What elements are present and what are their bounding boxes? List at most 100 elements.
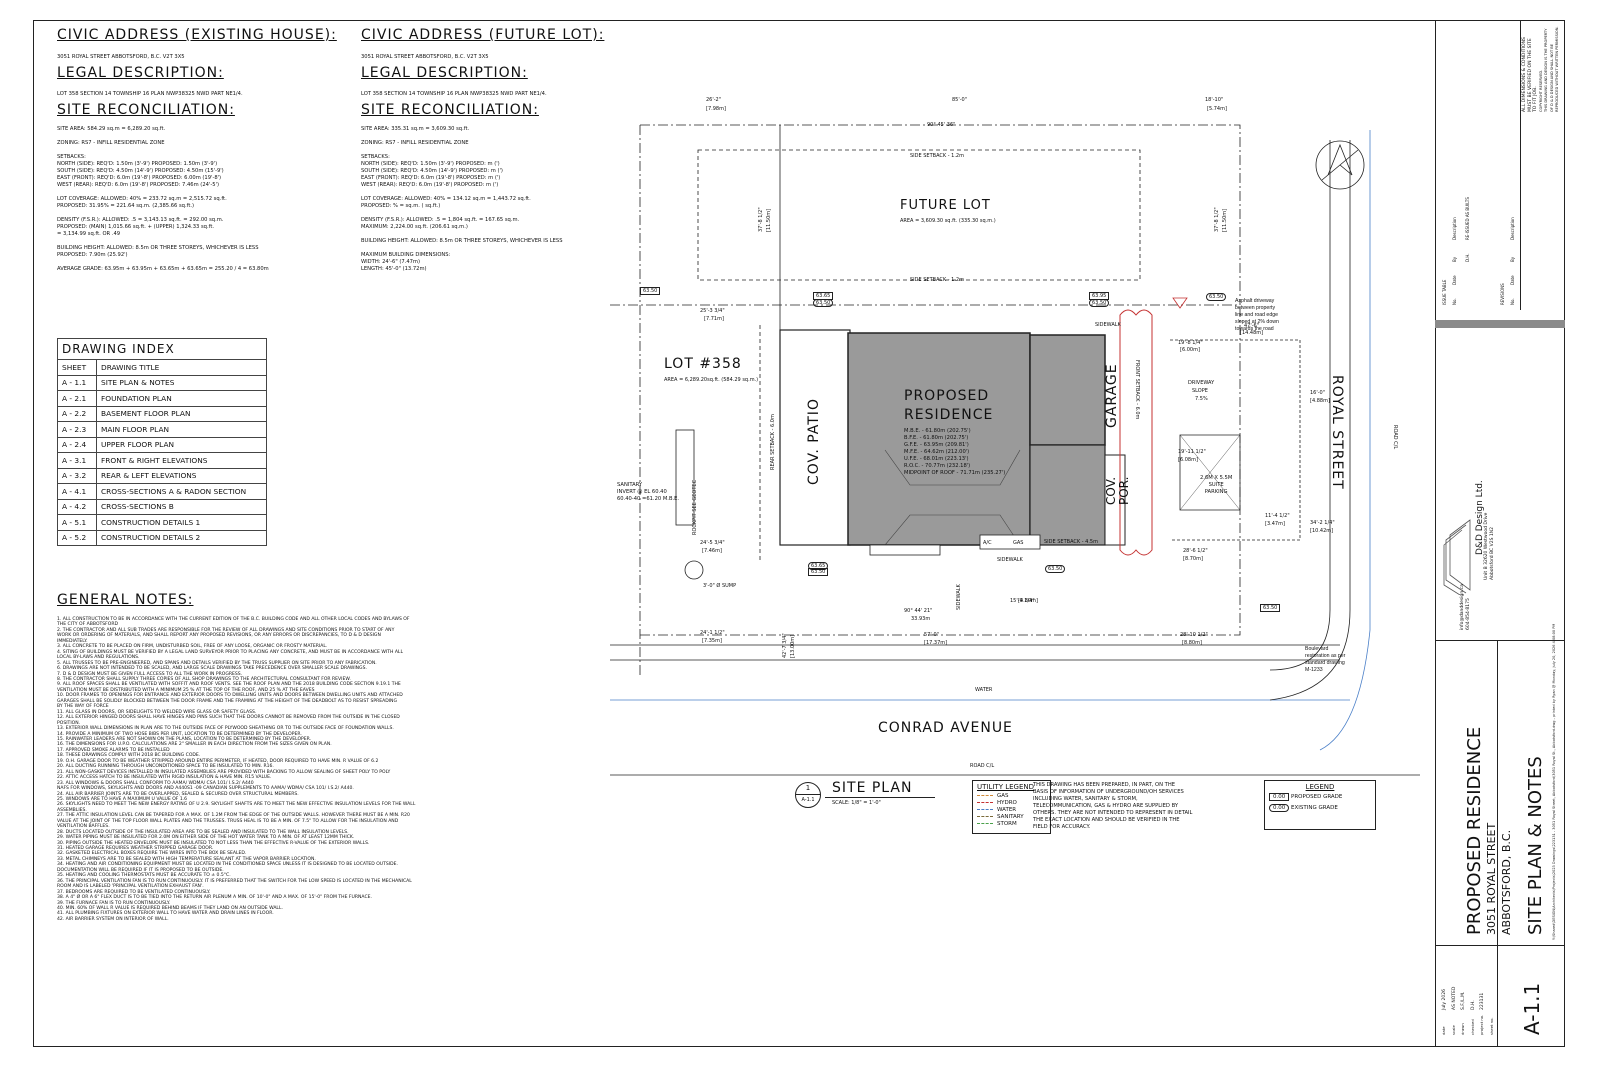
text-line: line and road edge	[1235, 312, 1278, 318]
text-line: PROPOSED: 31.95% = 221.64 sq.m. (2,385.6…	[57, 203, 195, 209]
text-line: R.O.C. - 70.77m (232.18')	[904, 463, 971, 469]
firm-email: info@danddesign.ca	[1460, 584, 1465, 630]
text-line: 60.40-40 =61.20 M.B.E.	[617, 496, 680, 502]
titleblock-field-label: project no.	[1479, 1014, 1484, 1035]
note-line: 36. THE PRINCIPAL VENTILATION FAN IS TO …	[57, 878, 412, 884]
recon-existing-title: SITE RECONCILIATION:	[57, 102, 235, 118]
general-notes-list: 1. ALL CONSTRUCTION TO BE IN ACCORDANCE …	[57, 617, 517, 922]
rockpit-label: ROCKPIT SEE GEOTEC	[692, 479, 698, 535]
note-line: VENTILATION MUST BE DISTRIBUTED WITH A M…	[57, 687, 315, 693]
note-line: 12. ALL EXTERIOR HINGED DOORS SHALL HAVE…	[57, 715, 400, 721]
note-line: 35. HEATING AND COOLING THERMOSTATS MUST…	[57, 873, 231, 879]
text-line: WEST (REAR): REQ'D: 6.0m (19'-8') PROPOS…	[57, 182, 219, 188]
index-title: BASEMENT FLOOR PLAN	[96, 405, 267, 422]
side-setback-mid: SIDE SETBACK - 1.2m	[910, 277, 964, 283]
dimension-label: [3.47m]	[1265, 521, 1285, 527]
note-line: ROOM AND IS LABELED 'PRINCIPAL VENTILATI…	[57, 884, 204, 890]
note-line: 39. THE FURNACE FAN IS TO RUN CONTINUOUS…	[57, 900, 171, 906]
grade-point: 63.50	[640, 287, 661, 295]
titleblock-field-label: drawn	[1460, 1023, 1465, 1035]
grade-point: 63.50	[1206, 293, 1227, 301]
dimension-label: 33.93m	[911, 616, 931, 622]
utility-line-swatch	[977, 809, 993, 810]
titleblock-field-label: date	[1441, 1026, 1446, 1035]
index-sheet: A - 3.2	[57, 467, 97, 484]
sidewalk-label-3: SIDEWALK	[956, 584, 962, 610]
text-line: DENSITY (F.S.R.): ALLOWED: .5 = 3,143.13…	[57, 217, 224, 223]
dimension-label: 19'-8 1/4"	[1178, 340, 1203, 346]
dimension-label: [17.37m]	[924, 640, 948, 646]
gas-label: GAS	[1013, 540, 1024, 546]
garage-label: GARAGE	[1104, 363, 1120, 428]
north-arrow-icon	[1315, 140, 1365, 190]
text-line: 2.6M X 5.5M	[1200, 475, 1233, 481]
text-line: = 3,134.99 sq.ft. OR .49	[57, 231, 121, 237]
grade-point: 63.50	[813, 299, 834, 307]
note-line: ASSEMBLIES.	[57, 807, 87, 813]
warning-line: ALL DIMENSIONS & CONDITIONS	[1522, 37, 1527, 112]
note-line: 41. ALL PLUMBING FIXTURES ON EXTERIOR WA…	[57, 911, 274, 917]
index-title: CONSTRUCTION DETAILS 1	[96, 514, 267, 531]
note-line: VENTILATION BAFFLES.	[57, 824, 110, 830]
road-cl-label-2: ROAD C/L	[1392, 425, 1398, 450]
note-line: 19. O.H. GARAGE DOOR TO BE WEATHER STRIP…	[57, 758, 379, 764]
website-band	[1435, 320, 1565, 328]
revision-table-cell: No.	[1510, 298, 1515, 305]
utility-item-label: GAS	[997, 793, 1009, 799]
dimension-label: 24'-5 3/4"	[700, 540, 725, 546]
note-line: 26. SKYLIGHTS NEED TO MEET THE NEW ENERG…	[57, 802, 416, 808]
site-plan-title: SITE PLAN	[832, 780, 913, 796]
grade-legend: LEGEND 0.00 PROPOSED GRADE 0.00 EXISTING…	[1264, 780, 1376, 830]
revision-table-cell: Description	[1452, 217, 1457, 240]
text-line: M.B.E. - 61.80m (202.75')	[904, 428, 971, 434]
title-underline	[825, 797, 935, 798]
text-line: OTHERS. THEY ARE NOT INTENDED TO REPRESE…	[1033, 810, 1193, 816]
note-line: 24. ALL AIR BARRIER JOINTS ARE TO BE OVE…	[57, 791, 299, 797]
revision-table-cell: RE-ISSUED AS BUILTS	[1465, 197, 1470, 240]
dimension-label: [5.74m]	[1207, 106, 1227, 112]
dimension-label: [7.98m]	[706, 106, 726, 112]
note-line: 23. ALL WINDOWS & DOORS SHALL CONFORM TO…	[57, 780, 254, 786]
text-line: U.F.E. - 68.01m (223.13')	[904, 456, 969, 462]
text-line: M-1233	[1305, 667, 1323, 673]
text-line: sloped at 2% down	[1235, 319, 1279, 325]
text-line: PARKING	[1204, 489, 1228, 495]
titleblock-line-3	[1497, 640, 1498, 1047]
warning-line: OF D & D DESIGN AND SHALL NOT BE	[1549, 43, 1554, 112]
titleblock-field-value: S.F./L.M.	[1461, 991, 1466, 1010]
index-sheet: A - 2.2	[57, 405, 97, 422]
warning-line: COPYRIGHT RESERVED.	[1538, 69, 1543, 112]
text-line: SETBACKS:	[361, 154, 390, 160]
dimension-label: 85'-0"	[952, 97, 968, 103]
revision-table-cell: Date	[1510, 275, 1515, 285]
note-line: 42. AIR BARRIER SYSTEM ON INTERIOR OF WA…	[57, 916, 169, 922]
revision-table-cell: By	[1510, 256, 1515, 262]
text-line: WEST (REAR): REQ'D: 6.0m (19'-8') PROPOS…	[361, 182, 499, 188]
text-line: restoration as per	[1305, 653, 1346, 659]
note-line: GARAGES SHALL BE SOLIDLY BLOCKED BETWEEN…	[57, 698, 397, 704]
dimension-label: 26'-2"	[706, 97, 722, 103]
titleblock-field-label: checked	[1469, 1019, 1475, 1035]
index-title: CROSS-SECTIONS B	[96, 498, 267, 515]
dimension-label: 18'-10"	[1205, 97, 1224, 103]
titleblock-field-value: AS NOTED	[1451, 986, 1457, 1010]
front-setback-label: FRONT SETBACK - 6.0m	[1134, 360, 1140, 420]
cov-patio-label: COV. PATIO	[806, 398, 822, 485]
dimension-label: 15'-9 1/4"	[1010, 598, 1035, 604]
ac-label: A/C	[983, 540, 992, 546]
utility-legend-title: UTILITY LEGEND	[977, 783, 1035, 791]
text-line: DENSITY (F.S.R.): ALLOWED: .5 = 1,804 sq…	[361, 217, 520, 223]
dimension-label: [14.48m]	[1240, 330, 1264, 336]
text-line: TELECOMMUNICATION, GAS & HYDRO ARE SUPPL…	[1033, 803, 1179, 809]
text-line: INVERT @ EL 60.40	[617, 489, 667, 495]
utility-item-label: STORM	[997, 821, 1017, 827]
recon-existing-lines: SITE AREA: 584.29 sq.m = 6,289.20 sq.ft.…	[57, 126, 347, 273]
